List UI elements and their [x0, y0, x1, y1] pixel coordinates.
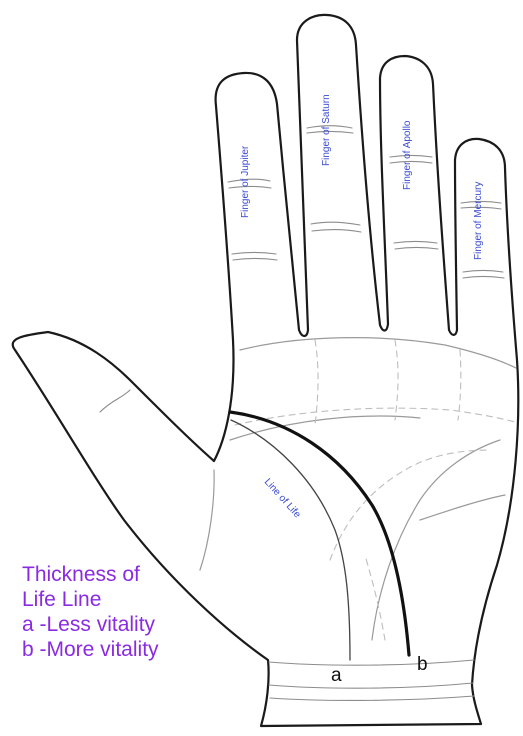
legend-item-b: b -More vitality	[22, 637, 159, 662]
marker-a: a	[331, 665, 342, 686]
legend: Thickness of Life Line a -Less vitality …	[22, 562, 159, 662]
legend-item-a: a -Less vitality	[22, 612, 159, 637]
legend-title-line1: Thickness of	[22, 562, 159, 587]
finger-label-apollo: Finger of Apollo	[402, 120, 413, 190]
finger-label-saturn: Finger of Saturn	[321, 94, 332, 166]
finger-label-jupiter: Finger of Jupiter	[240, 145, 251, 218]
legend-title-line2: Life Line	[22, 587, 159, 612]
marker-b: b	[417, 654, 428, 675]
finger-label-mercury: Finger of Mercury	[473, 182, 484, 260]
